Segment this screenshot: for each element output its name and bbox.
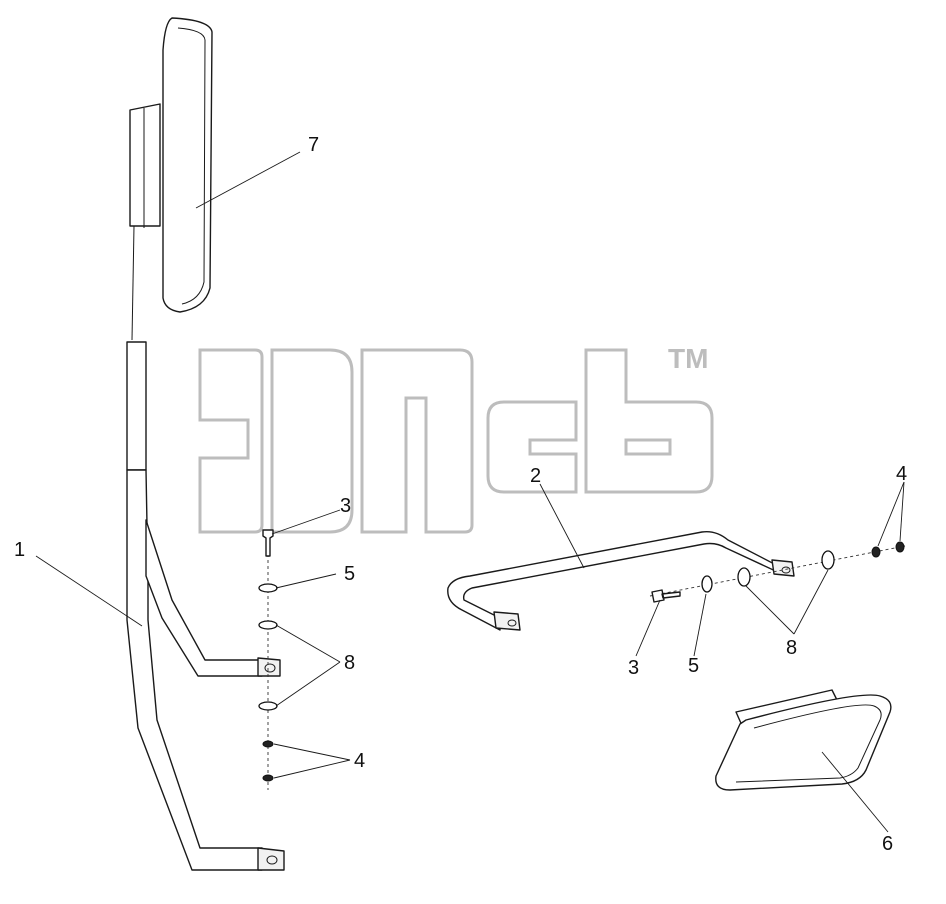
spacer-right-1 bbox=[737, 567, 751, 587]
callout-3-right: 3 bbox=[628, 657, 639, 679]
trademark-text: TM bbox=[668, 343, 708, 374]
callout-2: 2 bbox=[530, 465, 541, 487]
callout-8-right: 8 bbox=[786, 637, 797, 659]
leader-lines bbox=[35, 151, 905, 833]
nut-left-1 bbox=[262, 740, 274, 748]
bracket-bar bbox=[447, 530, 795, 631]
watermark-logo: TM bbox=[198, 343, 714, 534]
bolt-right bbox=[651, 589, 681, 603]
callout-5-left: 5 bbox=[344, 563, 355, 585]
callout-6: 6 bbox=[882, 833, 893, 855]
washer-right bbox=[701, 575, 713, 593]
spacer-left-2 bbox=[258, 701, 278, 711]
mirror-small bbox=[715, 689, 892, 791]
callout-5-right: 5 bbox=[688, 655, 699, 677]
bracket-tube bbox=[126, 341, 285, 871]
callout-8-left: 8 bbox=[344, 652, 355, 674]
callout-1: 1 bbox=[14, 539, 25, 561]
mirror-large bbox=[129, 17, 213, 341]
nut-right-2 bbox=[895, 541, 905, 553]
washer-left bbox=[258, 583, 278, 593]
spacer-left-1 bbox=[258, 620, 278, 630]
callouts: 1 7 3 5 8 4 2 4 3 5 8 6 bbox=[14, 134, 907, 855]
right-hardware-stack bbox=[649, 541, 906, 603]
callout-4-right: 4 bbox=[896, 463, 907, 485]
left-hardware-stack bbox=[258, 529, 278, 790]
callout-4-left: 4 bbox=[354, 750, 365, 772]
callout-3-left: 3 bbox=[340, 495, 351, 517]
nut-right-1 bbox=[871, 546, 881, 558]
bolt-left bbox=[262, 529, 274, 557]
spacer-right-2 bbox=[821, 550, 835, 570]
nut-left-2 bbox=[262, 774, 274, 782]
callout-7: 7 bbox=[308, 134, 319, 156]
